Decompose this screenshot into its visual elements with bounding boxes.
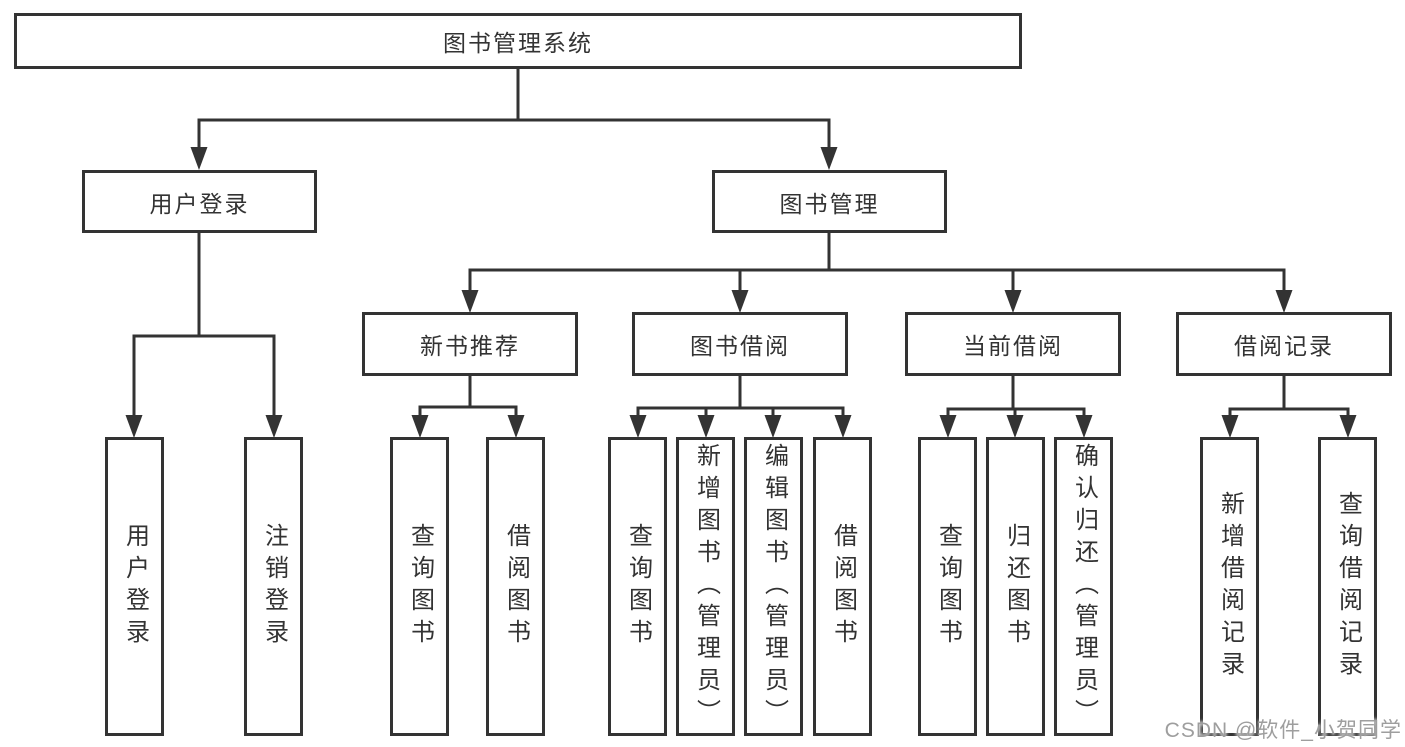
connector-new-book-rec	[418, 374, 518, 422]
arrowhead	[629, 415, 647, 438]
node-book-mgmt-label: 图书管理	[779, 190, 880, 217]
leaf-rec-borrow-book-label: 借阅图书	[502, 522, 530, 651]
connector-book-borrow	[636, 374, 845, 422]
leaf-add-book-admin: 新增图书（管理员）	[676, 437, 735, 736]
arrowhead	[764, 415, 782, 438]
leaf-borrow-query-book: 查询图书	[608, 437, 667, 736]
arrowhead	[125, 415, 143, 438]
arrowhead	[1339, 415, 1357, 438]
arrowhead	[1006, 415, 1024, 438]
arrowhead	[461, 290, 479, 313]
arrowhead	[507, 415, 525, 438]
connector-root	[197, 68, 831, 154]
node-current-borrow: 当前借阅	[905, 312, 1121, 376]
leaf-confirm-return-admin: 确认归还（管理员）	[1054, 437, 1113, 736]
leaf-rec-query-book-label: 查询图书	[406, 522, 434, 651]
arrowhead	[1221, 415, 1239, 438]
leaf-logout: 注销登录	[244, 437, 303, 736]
leaf-current-query-book-label: 查询图书	[934, 522, 962, 651]
arrowhead	[939, 415, 957, 438]
arrowheads	[125, 147, 1357, 438]
leaf-return-book-label: 归还图书	[1002, 522, 1030, 651]
node-new-book-rec-label: 新书推荐	[420, 333, 520, 359]
leaf-logout-label: 注销登录	[260, 522, 288, 651]
leaf-borrow-book-label: 借阅图书	[829, 522, 857, 651]
leaf-query-borrow-record-label: 查询借阅记录	[1334, 490, 1362, 683]
arrowhead	[1004, 290, 1022, 313]
leaf-borrow-query-book-label: 查询图书	[624, 522, 652, 651]
connector-borrow-record	[1228, 374, 1350, 422]
arrowhead	[265, 415, 283, 438]
node-book-borrow-label: 图书借阅	[690, 333, 790, 359]
node-user-login: 用户登录	[82, 170, 317, 233]
leaf-rec-query-book: 查询图书	[390, 437, 449, 736]
leaf-user-login: 用户登录	[105, 437, 164, 736]
node-user-login-label: 用户登录	[149, 190, 250, 217]
leaf-borrow-book: 借阅图书	[813, 437, 872, 736]
node-book-mgmt: 图书管理	[712, 170, 947, 233]
node-current-borrow-label: 当前借阅	[963, 333, 1063, 359]
leaf-return-book: 归还图书	[986, 437, 1045, 736]
leaf-query-borrow-record: 查询借阅记录	[1318, 437, 1377, 736]
leaf-edit-book-admin-label: 编辑图书（管理员）	[760, 442, 788, 731]
arrowhead	[1275, 290, 1293, 313]
arrowhead	[697, 415, 715, 438]
leaf-edit-book-admin: 编辑图书（管理员）	[744, 437, 803, 736]
node-book-borrow: 图书借阅	[632, 312, 848, 376]
node-new-book-rec: 新书推荐	[362, 312, 578, 376]
leaf-current-query-book: 查询图书	[918, 437, 977, 736]
arrowhead	[411, 415, 429, 438]
connector-book-mgmt	[468, 231, 1286, 297]
node-root: 图书管理系统	[14, 13, 1022, 69]
arrowhead	[731, 290, 749, 313]
arrowhead	[1075, 415, 1093, 438]
watermark: CSDN @软件_小贺同学	[1164, 719, 1402, 742]
leaf-add-book-admin-label: 新增图书（管理员）	[692, 442, 720, 731]
node-root-label: 图书管理系统	[443, 30, 593, 56]
connector-user-login	[132, 231, 276, 422]
arrowhead	[820, 147, 838, 170]
leaf-user-login-label: 用户登录	[121, 522, 149, 651]
leaf-rec-borrow-book: 借阅图书	[486, 437, 545, 736]
arrowhead	[834, 415, 852, 438]
leaf-confirm-return-admin-label: 确认归还（管理员）	[1070, 442, 1098, 731]
arrowhead	[190, 147, 208, 170]
connector-current-borrow	[946, 374, 1086, 422]
node-borrow-record: 借阅记录	[1176, 312, 1392, 376]
node-borrow-record-label: 借阅记录	[1234, 333, 1334, 359]
leaf-add-borrow-record: 新增借阅记录	[1200, 437, 1259, 736]
leaf-add-borrow-record-label: 新增借阅记录	[1216, 490, 1244, 683]
